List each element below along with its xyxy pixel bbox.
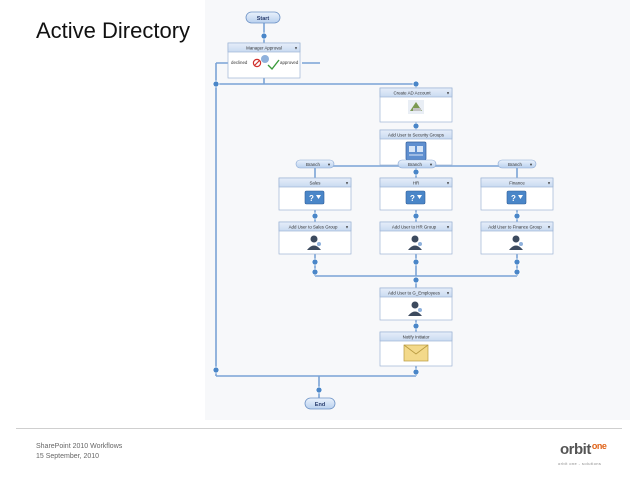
branch-pill-hr[interactable]: Branch ▾: [397, 159, 437, 169]
condition-finance[interactable]: Finance ▾ ?: [480, 177, 554, 211]
dropdown-arrow-icon: ▾: [430, 162, 432, 167]
add-employees-label: Add User to G_Employees: [388, 291, 441, 296]
user-group-icon: [408, 301, 422, 316]
notify-initiator-activity[interactable]: Notify Initiator: [379, 331, 453, 367]
end-label: End: [315, 402, 325, 408]
approved-check-icon: [267, 59, 280, 71]
branch-label: Branch: [508, 162, 522, 167]
branch-label: Branch: [306, 162, 320, 167]
add-employees-activity[interactable]: Add User to G_Employees ▾: [379, 287, 453, 321]
email-envelope-icon: [403, 344, 429, 362]
manager-approval-label: Manager Approval: [246, 46, 282, 51]
condition-finance-label: Finance: [509, 181, 525, 186]
action-add-finance-group[interactable]: Add User to Finance Group ▾: [480, 221, 554, 255]
action-hr-label: Add User to HR Group: [392, 225, 437, 230]
start-label: Start: [257, 16, 270, 22]
parallel-block-icon: [405, 141, 427, 161]
condition-hr[interactable]: HR ▾ ?: [379, 177, 453, 211]
dropdown-arrow-icon: ▾: [530, 162, 532, 167]
connector-lines: [215, 22, 518, 398]
condition-icon: ?: [405, 190, 426, 205]
approved-label: approved: [280, 60, 299, 65]
logo-tagline: orbit one - solutions: [558, 461, 602, 466]
connector-nodes: [212, 32, 521, 394]
dropdown-arrow-icon: ▾: [447, 225, 449, 230]
condition-sales-label: Sales: [310, 181, 322, 186]
condition-icon: ?: [304, 190, 325, 205]
footer-divider: [16, 428, 622, 429]
dropdown-arrow-icon: ▾: [447, 91, 449, 96]
slide-title: Active Directory: [36, 18, 191, 43]
branch-pill-sales[interactable]: Branch ▾: [295, 159, 335, 169]
user-group-icon: [509, 235, 523, 250]
logo-brand: orbit: [560, 441, 591, 458]
dropdown-arrow-icon: ▾: [295, 46, 297, 51]
ad-account-icon: [408, 100, 424, 114]
add-security-groups-activity[interactable]: Add User to Security Groups: [379, 129, 453, 166]
orbit-one-logo: orbitone: [560, 441, 607, 458]
declined-label: declined: [231, 60, 248, 65]
dropdown-arrow-icon: ▾: [548, 225, 550, 230]
svg-text:?: ?: [309, 194, 314, 203]
declined-icon: [252, 58, 262, 68]
create-ad-account-activity[interactable]: Create AD Account ▾: [379, 87, 453, 123]
branch-label: Branch: [408, 162, 422, 167]
svg-text:?: ?: [511, 194, 516, 203]
dropdown-arrow-icon: ▾: [447, 291, 449, 296]
svg-text:?: ?: [410, 194, 415, 203]
action-sales-label: Add User to Sales Group: [289, 225, 338, 230]
dropdown-arrow-icon: ▾: [346, 225, 348, 230]
condition-hr-label: HR: [413, 181, 419, 186]
footer-date: 15 September, 2010: [36, 453, 100, 460]
user-group-icon: [307, 235, 321, 250]
manager-approval-activity[interactable]: Manager Approval ▾ declined approved: [227, 42, 301, 79]
dropdown-arrow-icon: ▾: [346, 181, 348, 186]
end-node[interactable]: End: [304, 397, 336, 410]
dropdown-arrow-icon: ▾: [447, 181, 449, 186]
create-ad-account-label: Create AD Account: [393, 91, 431, 96]
dropdown-arrow-icon: ▾: [328, 162, 330, 167]
branch-pill-finance[interactable]: Branch ▾: [497, 159, 537, 169]
add-security-groups-label: Add User to Security Groups: [388, 133, 445, 138]
start-node[interactable]: Start: [245, 11, 281, 24]
action-add-hr-group[interactable]: Add User to HR Group ▾: [379, 221, 453, 255]
magnifier-icon: [261, 55, 269, 63]
footer-presentation-title: SharePoint 2010 Workflows: [36, 443, 123, 450]
action-add-sales-group[interactable]: Add User to Sales Group ▾: [278, 221, 352, 255]
condition-sales[interactable]: Sales ▾ ?: [278, 177, 352, 211]
logo-suffix: one: [591, 441, 607, 451]
action-finance-label: Add User to Finance Group: [488, 225, 542, 230]
user-group-icon: [408, 235, 422, 250]
condition-icon: ?: [506, 190, 527, 205]
notify-initiator-label: Notify Initiator: [403, 335, 430, 340]
dropdown-arrow-icon: ▾: [548, 181, 550, 186]
